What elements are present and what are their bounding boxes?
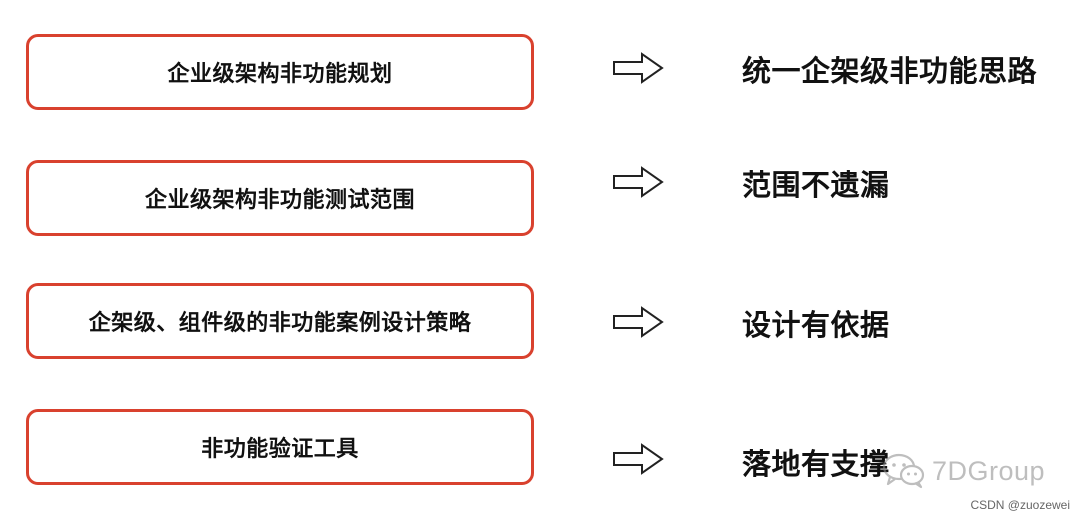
result-text-2: 范围不遗漏 xyxy=(742,168,890,202)
watermark-text: 7DGroup xyxy=(932,455,1046,486)
left-box-label-1: 企业级架构非功能规划 xyxy=(167,62,393,87)
mapping-row-2: 企业级架构非功能测试范围 范围不遗漏 xyxy=(0,160,1080,240)
left-box-label-2: 企业级架构非功能测试范围 xyxy=(144,188,415,213)
mapping-row-4: 非功能验证工具 落地有支撑 xyxy=(0,409,1080,489)
result-text-4: 落地有支撑 xyxy=(742,447,890,481)
left-box-3: 企架级、组件级的非功能案例设计策略 xyxy=(26,283,534,359)
left-box-2: 企业级架构非功能测试范围 xyxy=(26,160,534,236)
left-box-label-3: 企架级、组件级的非功能案例设计策略 xyxy=(88,311,472,336)
watermark: 7DGroup xyxy=(882,453,1045,489)
hollow-right-arrow-icon xyxy=(613,166,664,198)
wechat-icon xyxy=(882,453,925,489)
hollow-right-arrow-icon xyxy=(613,306,664,338)
result-text-1: 统一企架级非功能思路 xyxy=(742,54,1038,88)
mapping-row-1: 企业级架构非功能规划 统一企架级非功能思路 xyxy=(0,34,1080,114)
hollow-right-arrow-icon xyxy=(613,443,664,475)
left-box-1: 企业级架构非功能规划 xyxy=(26,34,534,110)
hollow-right-arrow-icon xyxy=(613,52,664,84)
left-box-label-4: 非功能验证工具 xyxy=(201,437,359,462)
left-box-4: 非功能验证工具 xyxy=(26,409,534,485)
result-text-3: 设计有依据 xyxy=(742,308,890,342)
csdn-footer: CSDN @zuozewei xyxy=(970,498,1070,512)
mapping-row-3: 企架级、组件级的非功能案例设计策略 设计有依据 xyxy=(0,283,1080,363)
